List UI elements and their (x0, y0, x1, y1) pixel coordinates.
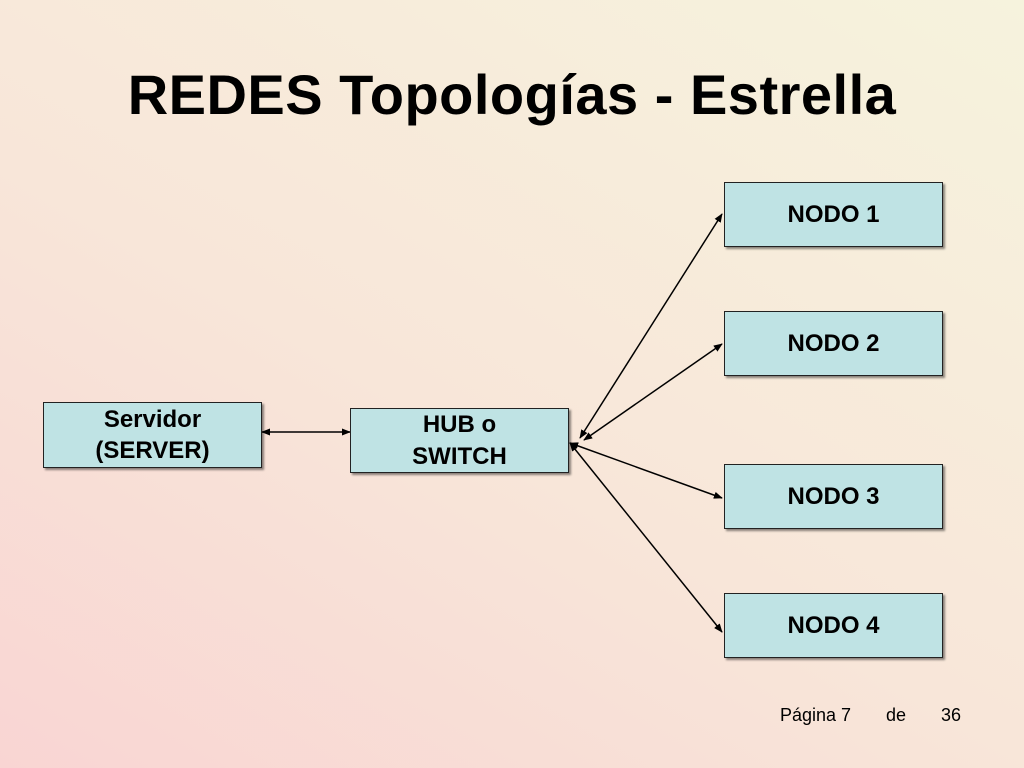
page-number-label: Página 7 (780, 705, 852, 725)
node-4-label: NODO 4 (787, 611, 880, 639)
node-3-label: NODO 3 (787, 482, 880, 510)
link-hub-node1 (579, 213, 723, 439)
server-box: Servidor (SERVER) (43, 402, 262, 468)
page-total: 36 (941, 705, 962, 725)
page-of-label: de (886, 705, 907, 725)
server-label-line2: (SERVER) (95, 437, 210, 464)
node-2-label: NODO 2 (787, 329, 880, 357)
link-hub-node4 (569, 442, 723, 633)
slide-title: REDES Topologías - Estrella (127, 63, 897, 126)
hub-label-line2: SWITCH (412, 442, 507, 470)
hub-label-line1: HUB o (422, 411, 497, 439)
node-1-label: NODO 1 (787, 200, 880, 228)
hub-switch-box: HUB o SWITCH (350, 408, 569, 473)
node-3-box: NODO 3 (724, 464, 943, 529)
server-label-line1: Servidor (103, 405, 202, 433)
node-1-box: NODO 1 (724, 182, 943, 247)
link-hub-node2 (583, 343, 723, 441)
node-2-box: NODO 2 (724, 311, 943, 376)
node-4-box: NODO 4 (724, 593, 943, 658)
